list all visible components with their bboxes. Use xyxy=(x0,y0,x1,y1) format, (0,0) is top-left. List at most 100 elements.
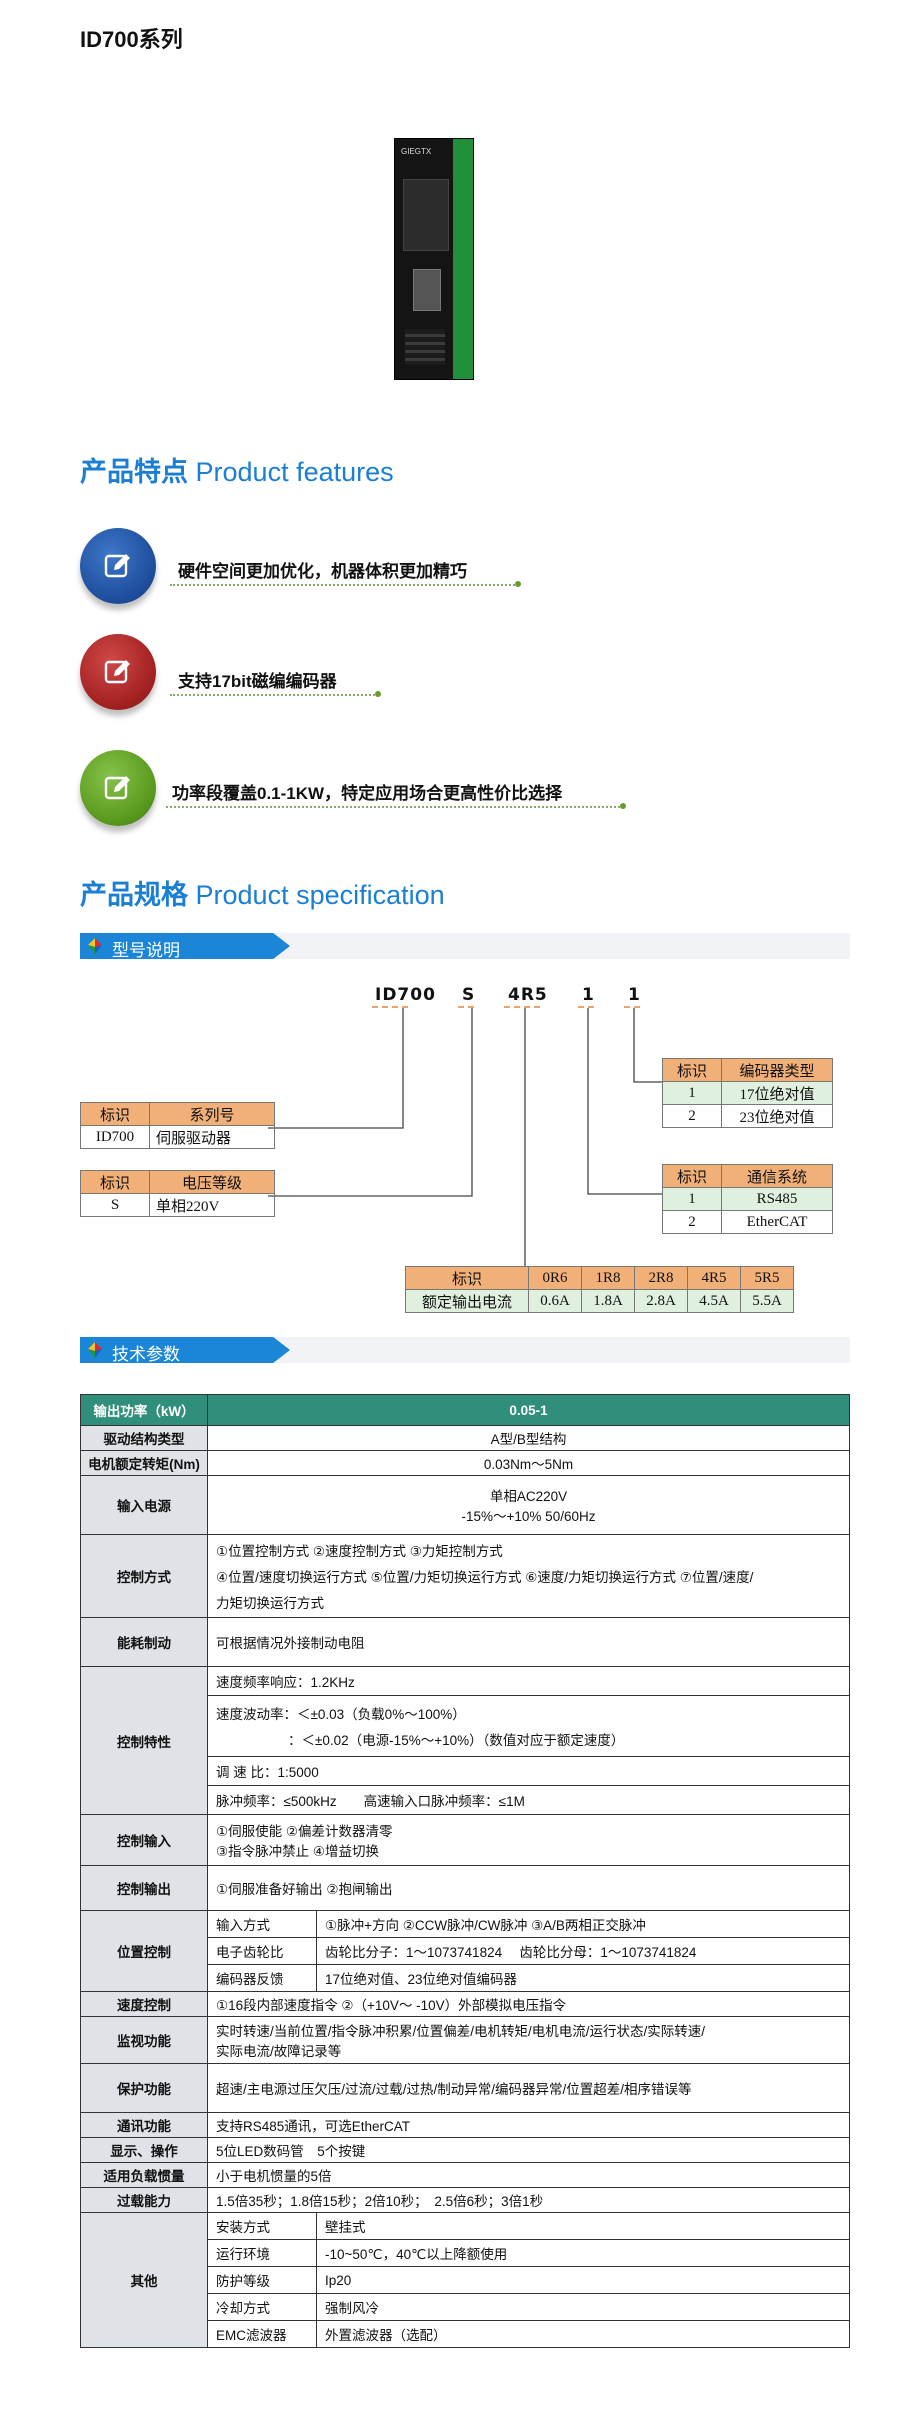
spec-row-structure: 驱动结构类型 A型/B型结构 xyxy=(80,1425,850,1451)
spec-sub-key: 运行环境 xyxy=(208,2239,317,2267)
model-code-comm: 1 xyxy=(582,985,595,1005)
voltage-table-id: S xyxy=(80,1193,150,1217)
spec-heading-cn: 产品规格 xyxy=(80,880,188,910)
spec-label: 显示、操作 xyxy=(80,2137,208,2163)
spec-value: 5位LED数码管 5个按键 xyxy=(207,2137,850,2163)
voltage-table-header-id: 标识 xyxy=(80,1170,150,1194)
model-code-encoder: 1 xyxy=(628,985,641,1005)
spec-sub-key: 编码器反馈 xyxy=(208,1964,317,1991)
spec-row-inertia: 适用负载惯量 小于电机惯量的5倍 xyxy=(80,2162,850,2188)
spec-label: 电机额定转矩(Nm) xyxy=(80,1450,208,1476)
current-table-value: 0.6A xyxy=(528,1289,582,1313)
technical-params-label: 技术参数 xyxy=(112,1345,180,1364)
model-code-voltage: S xyxy=(462,985,476,1005)
spec-label: 过载能力 xyxy=(80,2187,208,2213)
feature-2-badge xyxy=(80,634,156,710)
spec-row-brake: 能耗制动 可根据情况外接制动电阻 xyxy=(80,1617,850,1667)
model-code-current: 4R5 xyxy=(508,985,548,1005)
spec-sub-key: EMC滤波器 xyxy=(208,2320,317,2347)
product-connector-port xyxy=(413,269,441,311)
spec-value: ①位置控制方式 ②速度控制方式 ③力矩控制方式 ④位置/速度切换运行方式 ⑤位置… xyxy=(207,1534,850,1618)
pencil-edit-icon xyxy=(104,554,130,578)
current-table-value: 2.8A xyxy=(634,1289,688,1313)
product-image: GIEGTX xyxy=(394,138,474,380)
feature-1-underline xyxy=(170,584,515,586)
spec-label: 位置控制 xyxy=(80,1910,208,1992)
model-explanation-label: 型号说明 xyxy=(112,941,180,960)
spec-value: ①伺服准备好输出 ②抱闸输出 xyxy=(207,1865,850,1911)
spec-value: 超速/主电源过压欠压/过流/过载/过热/制动异常/编码器异常/位置超差/相序错误… xyxy=(207,2063,850,2113)
feature-1-badge xyxy=(80,528,156,604)
model-code-series: ID700 xyxy=(375,985,436,1005)
spec-sub-value: 壁挂式 xyxy=(316,2213,849,2240)
spec-value: 1.5倍35秒；1.8倍15秒；2倍10秒； 2.5倍6秒；3倍1秒 xyxy=(207,2187,850,2213)
spec-label: 能耗制动 xyxy=(80,1617,208,1667)
spec-label: 控制输入 xyxy=(80,1814,208,1866)
spec-row-speed: 速度控制 ①16段内部速度指令 ②（+10V～ -10V）外部模拟电压指令 xyxy=(80,1991,850,2017)
spec-value-line: 实时转速/当前位置/指令脉冲积累/位置偏差/电机转矩/电机电流/运行状态/实际转… xyxy=(216,2024,706,2039)
current-table-row-label: 额定输出电流 xyxy=(405,1289,529,1313)
current-table: 标识 0R6 1R8 2R8 4R5 5R5 额定输出电流 0.6A 1.8A … xyxy=(405,1266,794,1313)
voltage-table-header-name: 电压等级 xyxy=(149,1170,275,1194)
spec-value-line: ：＜±0.02（电源-15%～+10%）（数值对应于额定速度） xyxy=(288,1733,625,1748)
spec-value: 小于电机惯量的5倍 xyxy=(207,2162,850,2188)
spec-row-control-input: 控制输入 ①伺服使能 ②偏差计数器清零 ③指令脉冲禁止 ④增益切换 xyxy=(80,1814,850,1866)
spec-heading-en: Product specification xyxy=(195,880,445,910)
spec-value-line: ①位置控制方式 ②速度控制方式 ③力矩控制方式 xyxy=(216,1544,503,1559)
spec-value: 0.05-1 xyxy=(207,1394,850,1426)
encoder-table-type-1: 17位绝对值 xyxy=(721,1081,833,1105)
current-table-value: 4.5A xyxy=(687,1289,741,1313)
encoder-table-header-id: 标识 xyxy=(662,1058,722,1082)
spec-value: 速度频率响应：1.2KHz 速度波动率：＜±0.03（负载0%～100%） ：＜… xyxy=(207,1666,850,1815)
spec-sub-value: 17位绝对值、23位绝对值编码器 xyxy=(325,1972,518,1987)
pencil-edit-icon xyxy=(104,776,130,800)
comm-table-id-2: 2 xyxy=(662,1210,722,1234)
spec-row-comm: 通讯功能 支持RS485通讯，可选EtherCAT xyxy=(80,2112,850,2138)
spec-sub-value: 齿轮比分子：1～1073741824 齿轮比分母：1～1073741824 xyxy=(316,1937,849,1965)
spec-sub-value: Ip20 xyxy=(316,2266,849,2294)
spec-value-line: 单相AC220V xyxy=(489,1489,568,1504)
technical-params-bar: 技术参数 xyxy=(80,1337,850,1364)
spec-label: 输入电源 xyxy=(80,1475,208,1535)
spec-value-line: 速度频率响应：1.2KHz xyxy=(208,1667,849,1696)
spec-sub-value: 强制风冷 xyxy=(316,2293,849,2321)
current-table-code: 5R5 xyxy=(740,1266,794,1290)
current-table-code: 4R5 xyxy=(687,1266,741,1290)
spec-row-control-char: 控制特性 速度频率响应：1.2KHz 速度波动率：＜±0.03（负载0%～100… xyxy=(80,1666,850,1815)
product-brand: GIEGTX xyxy=(401,147,432,156)
spec-value-line: 调 速 比：1:5000 xyxy=(208,1757,849,1786)
spec-row-control-output: 控制输出 ①伺服准备好输出 ②抱闸输出 xyxy=(80,1865,850,1911)
product-side-panel xyxy=(453,139,473,379)
spec-label: 其他 xyxy=(80,2212,208,2348)
spec-label: 输出功率（kW） xyxy=(80,1394,208,1426)
spec-heading: 产品规格 Product specification xyxy=(80,873,445,912)
spec-label: 适用负载惯量 xyxy=(80,2162,208,2188)
comm-table-header-id: 标识 xyxy=(662,1164,722,1188)
current-table-code: 0R6 xyxy=(528,1266,582,1290)
spec-value-line: 速度波动率：＜±0.03（负载0%～100%） xyxy=(216,1707,466,1722)
spec-sub-key: 防护等级 xyxy=(208,2266,317,2294)
spec-row-overload: 过载能力 1.5倍35秒；1.8倍15秒；2倍10秒； 2.5倍6秒；3倍1秒 xyxy=(80,2187,850,2213)
comm-table-system-2: EtherCAT xyxy=(721,1210,833,1234)
series-table-header-name: 系列号 xyxy=(149,1102,275,1126)
current-table-value: 5.5A xyxy=(740,1289,794,1313)
feature-1-text: 硬件空间更加优化，机器体积更加精巧 xyxy=(178,562,467,581)
diamond-icon xyxy=(88,1342,102,1358)
spec-label: 监视功能 xyxy=(80,2016,208,2064)
series-table-name: 伺服驱动器 xyxy=(149,1125,275,1149)
spec-row-display: 显示、操作 5位LED数码管 5个按键 xyxy=(80,2137,850,2163)
spec-row-power: 输出功率（kW） 0.05-1 xyxy=(80,1394,850,1426)
spec-sub-key: 冷却方式 xyxy=(208,2293,317,2321)
series-table-id: ID700 xyxy=(80,1125,150,1149)
encoder-table-type-2: 23位绝对值 xyxy=(721,1104,833,1128)
spec-sub-key: 电子齿轮比 xyxy=(208,1937,317,1965)
spec-value: ①16段内部速度指令 ②（+10V～ -10V）外部模拟电压指令 xyxy=(207,1991,850,2017)
